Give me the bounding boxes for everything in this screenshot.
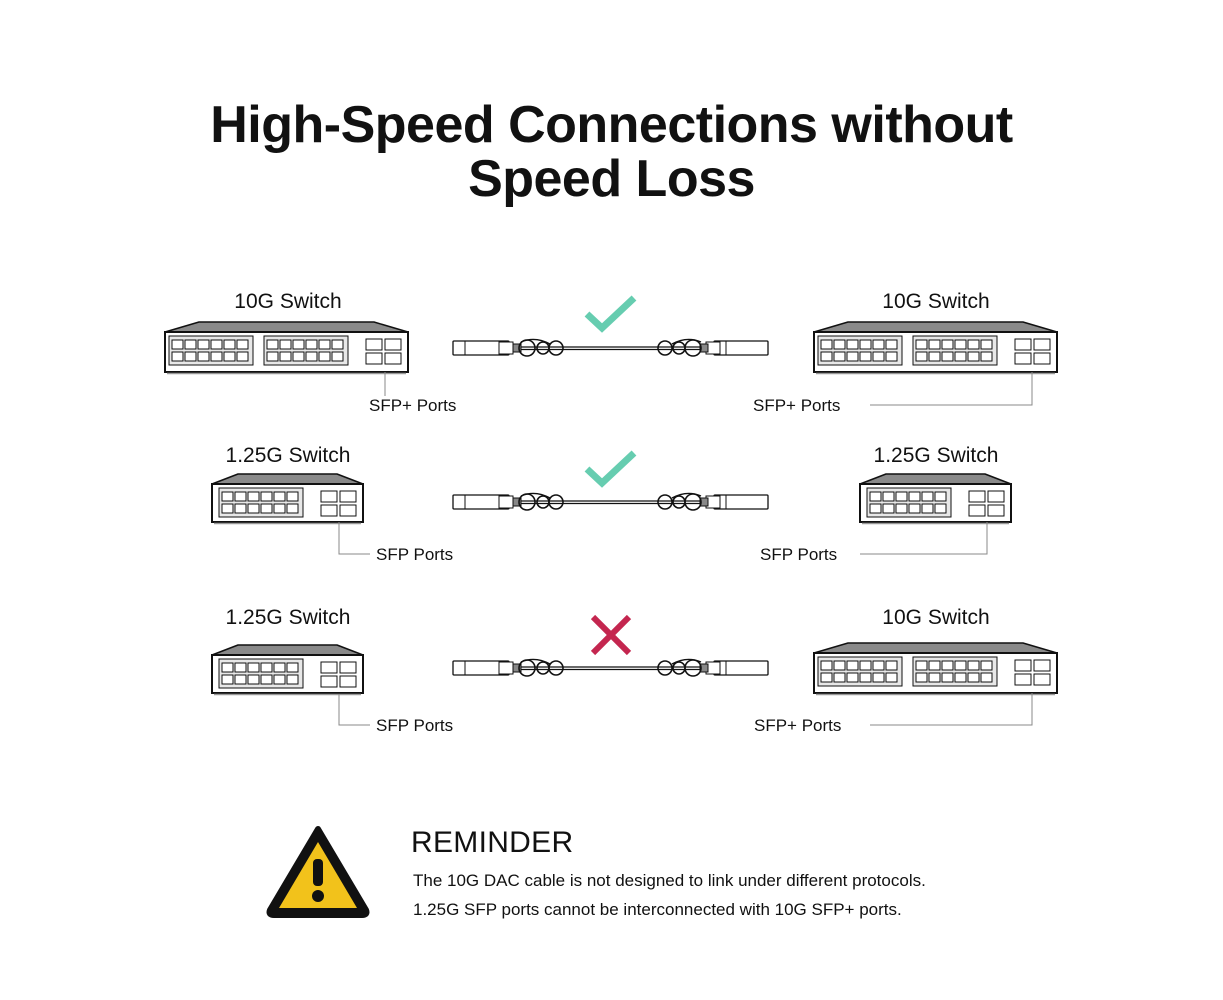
row-3-left-switch-label: 1.25G Switch bbox=[226, 606, 351, 629]
row-3-left-ports-label: SFP Ports bbox=[376, 716, 453, 735]
row-2-left-ports-label: SFP Ports bbox=[376, 545, 453, 564]
row-3-right-switch-label: 10G Switch bbox=[882, 606, 989, 629]
row-3-cross-icon bbox=[590, 614, 632, 656]
row-1-right-leader-line bbox=[870, 372, 1033, 406]
reminder-line-1: The 10G DAC cable is not designed to lin… bbox=[413, 871, 926, 890]
row-2-right-switch-label: 1.25G Switch bbox=[874, 444, 999, 467]
title-line-2: Speed Loss bbox=[468, 150, 755, 208]
row-2: 1.25G Switch 1.25G Switch SFP Ports SFP … bbox=[211, 444, 1012, 564]
row-2-left-leader-line bbox=[338, 522, 370, 555]
row-2-check-icon bbox=[584, 450, 637, 488]
row-1-right-switch-label: 10G Switch bbox=[882, 290, 989, 313]
row-3-left-switch-1-25g-icon bbox=[211, 644, 364, 696]
row-1: 10G Switch 10G Switch SFP+ Ports SFP+ Po… bbox=[164, 290, 1058, 415]
row-1-check-icon bbox=[584, 295, 637, 333]
row-2-right-ports-label: SFP Ports bbox=[760, 545, 837, 564]
row-1-left-ports-label: SFP+ Ports bbox=[369, 396, 456, 415]
row-3-dac-cable-icon bbox=[452, 658, 769, 677]
row-1-left-switch-label: 10G Switch bbox=[234, 290, 341, 313]
row-3-right-switch-10g-icon bbox=[813, 642, 1058, 696]
reminder-title: REMINDER bbox=[411, 826, 574, 859]
row-3-left-leader-line bbox=[338, 694, 370, 726]
row-1-right-ports-label: SFP+ Ports bbox=[753, 396, 840, 415]
reminder-line-2: 1.25G SFP ports cannot be interconnected… bbox=[413, 900, 902, 919]
row-1-dac-cable-icon bbox=[452, 338, 769, 357]
row-3: 1.25G Switch 10G Switch SFP Ports SFP+ P… bbox=[211, 606, 1058, 735]
row-2-left-switch-label: 1.25G Switch bbox=[226, 444, 351, 467]
row-2-left-switch-1-25g-icon bbox=[211, 473, 364, 525]
row-2-dac-cable-icon bbox=[452, 492, 769, 511]
row-3-right-ports-label: SFP+ Ports bbox=[754, 716, 841, 735]
row-1-right-switch-10g-icon bbox=[813, 321, 1058, 375]
row-1-left-switch-10g-icon bbox=[164, 321, 409, 375]
warning-icon bbox=[266, 826, 370, 918]
row-2-right-leader-line bbox=[860, 522, 988, 555]
title-line-1: High-Speed Connections without bbox=[210, 96, 1013, 154]
row-3-right-leader-line bbox=[870, 693, 1033, 726]
page-title: High-Speed Connections without Speed Los… bbox=[0, 98, 1223, 206]
row-2-right-switch-1-25g-icon bbox=[859, 473, 1012, 525]
